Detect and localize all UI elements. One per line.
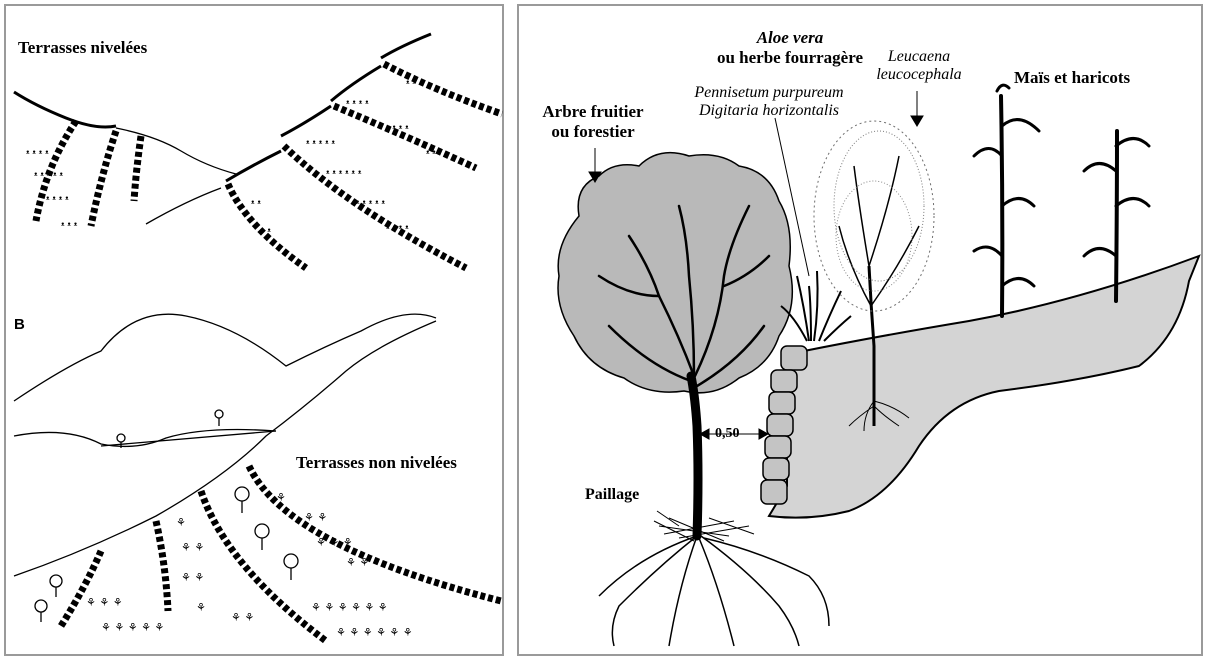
svg-text:ᵜ ᵜ ᵜ ᵜ: ᵜ ᵜ ᵜ ᵜ bbox=[386, 124, 409, 134]
svg-text:⚘: ⚘ bbox=[196, 601, 206, 614]
svg-text:ᵜ ᵜ: ᵜ ᵜ bbox=[406, 79, 416, 89]
soil-terrace bbox=[767, 254, 1201, 519]
svg-text:⚘ ⚘ ⚘: ⚘ ⚘ ⚘ bbox=[316, 536, 353, 549]
grass-label: Pennisetum purpureum Digitaria horizonta… bbox=[669, 84, 869, 121]
svg-text:ᵜ ᵜ ᵜ ᵜ ᵜ ᵜ: ᵜ ᵜ ᵜ ᵜ ᵜ ᵜ bbox=[326, 169, 362, 179]
level-terrace-crops: ᵜ ᵜ ᵜ ᵜ ᵜ ᵜ ᵜ ᵜ ᵜ ᵜ ᵜ ᵜ ᵜ ᵜ ᵜ ᵜ ᵜ ᵜ ᵜ ᵜ ᵜ ᵜ… bbox=[26, 79, 436, 237]
svg-text:⚘ ⚘: ⚘ ⚘ bbox=[231, 611, 254, 624]
svg-text:ᵜ ᵜ ᵜ ᵜ: ᵜ ᵜ ᵜ ᵜ bbox=[46, 195, 69, 205]
svg-text:ᵜ ᵜ: ᵜ ᵜ bbox=[251, 199, 261, 209]
right-illustration bbox=[557, 83, 1201, 647]
grass-label-line2: Digitaria horizontalis bbox=[698, 102, 840, 120]
spacing-label: 0,50 bbox=[715, 426, 740, 441]
svg-text:⚘ ⚘ ⚘ ⚘ ⚘: ⚘ ⚘ ⚘ ⚘ ⚘ bbox=[101, 621, 164, 634]
svg-text:⚘ ⚘ ⚘ ⚘ ⚘ ⚘: ⚘ ⚘ ⚘ ⚘ ⚘ ⚘ bbox=[311, 601, 388, 614]
svg-text:ᵜ ᵜ ᵜ: ᵜ ᵜ ᵜ bbox=[61, 221, 78, 231]
svg-text:ᵜ ᵜ ᵜ ᵜ: ᵜ ᵜ ᵜ ᵜ bbox=[346, 99, 369, 109]
svg-text:⚘ ⚘: ⚘ ⚘ bbox=[304, 511, 327, 524]
grass-label-line1: Pennisetum purpureum bbox=[694, 84, 844, 101]
level-terraces-drawing bbox=[13, 32, 504, 272]
maize-label: Maïs et haricots bbox=[1014, 68, 1131, 87]
svg-text:⚘ ⚘: ⚘ ⚘ bbox=[181, 571, 204, 584]
aloe-grass bbox=[780, 270, 852, 342]
svg-text:⚘: ⚘ bbox=[276, 491, 286, 504]
svg-text:⚘ ⚘: ⚘ ⚘ bbox=[346, 556, 369, 569]
tree-trunk-branches bbox=[597, 204, 771, 541]
left-illustration: ᵜ ᵜ ᵜ ᵜ ᵜ ᵜ ᵜ ᵜ ᵜ ᵜ ᵜ ᵜ ᵜ ᵜ ᵜ ᵜ ᵜ ᵜ ᵜ ᵜ ᵜ ᵜ… bbox=[13, 32, 504, 644]
svg-text:⚘ ⚘ ⚘ ⚘ ⚘ ⚘: ⚘ ⚘ ⚘ ⚘ ⚘ ⚘ bbox=[336, 626, 413, 639]
tree-label-line1: Arbre fruitier bbox=[542, 102, 644, 121]
svg-text:⚘ ⚘: ⚘ ⚘ bbox=[181, 541, 204, 554]
leucaena-tree bbox=[813, 120, 935, 432]
tree-label: Arbre fruitier ou forestier bbox=[533, 102, 653, 141]
aloe-label-line2: ou herbe fourragère bbox=[716, 47, 864, 67]
svg-text:ᵜ ᵜ: ᵜ ᵜ bbox=[261, 227, 271, 237]
aloe-label: Aloe vera ou herbe fourragère bbox=[705, 28, 875, 67]
svg-text:ᵜ ᵜ ᵜ ᵜ ᵜ: ᵜ ᵜ ᵜ ᵜ ᵜ bbox=[34, 171, 64, 181]
mulch bbox=[653, 517, 755, 542]
left-panel: ᵜ ᵜ ᵜ ᵜ ᵜ ᵜ ᵜ ᵜ ᵜ ᵜ ᵜ ᵜ ᵜ ᵜ ᵜ ᵜ ᵜ ᵜ ᵜ ᵜ ᵜ ᵜ… bbox=[4, 4, 504, 656]
level-terraces-title: Terrasses nivelées bbox=[18, 38, 148, 57]
svg-text:ᵜ ᵜ ᵜ ᵜ: ᵜ ᵜ ᵜ ᵜ bbox=[386, 224, 409, 234]
right-panel: Arbre fruitier ou forestier Aloe vera ou… bbox=[517, 4, 1203, 656]
leucaena-label: Leucaena leucocephala bbox=[864, 48, 974, 85]
non-level-terraces-title: Terrasses non nivelées bbox=[296, 453, 457, 472]
svg-text:ᵜ ᵜ ᵜ ᵜ: ᵜ ᵜ ᵜ ᵜ bbox=[26, 149, 49, 159]
svg-text:ᵜ ᵜ: ᵜ ᵜ bbox=[426, 149, 436, 159]
aloe-label-line1: Aloe vera bbox=[756, 28, 824, 47]
svg-text:⚘: ⚘ bbox=[176, 516, 186, 529]
tree-label-line2: ou forestier bbox=[551, 121, 635, 141]
mulch-label: Paillage bbox=[585, 486, 640, 503]
maize-plants bbox=[972, 83, 1151, 318]
leucaena-label-line2: leucocephala bbox=[876, 66, 962, 84]
non-level-terraces-drawing bbox=[13, 313, 502, 644]
svg-text:ᵜ ᵜ ᵜ ᵜ ᵜ: ᵜ ᵜ ᵜ ᵜ ᵜ bbox=[356, 199, 386, 209]
non-level-terrace-crops: ⚘ ⚘ ⚘ ⚘ ⚘ ⚘ ⚘ ⚘ ⚘ ⚘ ⚘ ⚘ ⚘ ⚘ ⚘ ⚘ ⚘ ⚘ ⚘ ⚘ ⚘ ⚘ ⚘… bbox=[86, 491, 413, 639]
tree-roots bbox=[598, 535, 830, 647]
svg-text:ᵜ ᵜ ᵜ ᵜ ᵜ: ᵜ ᵜ ᵜ ᵜ ᵜ bbox=[306, 139, 336, 149]
svg-text:⚘ ⚘ ⚘: ⚘ ⚘ ⚘ bbox=[86, 596, 123, 609]
label-arrows bbox=[588, 91, 924, 527]
leucaena-label-line1: Leucaena bbox=[887, 48, 951, 65]
panel-b-letter: B bbox=[14, 316, 25, 333]
stone-wall bbox=[760, 345, 808, 505]
tree-canopy bbox=[557, 151, 794, 394]
